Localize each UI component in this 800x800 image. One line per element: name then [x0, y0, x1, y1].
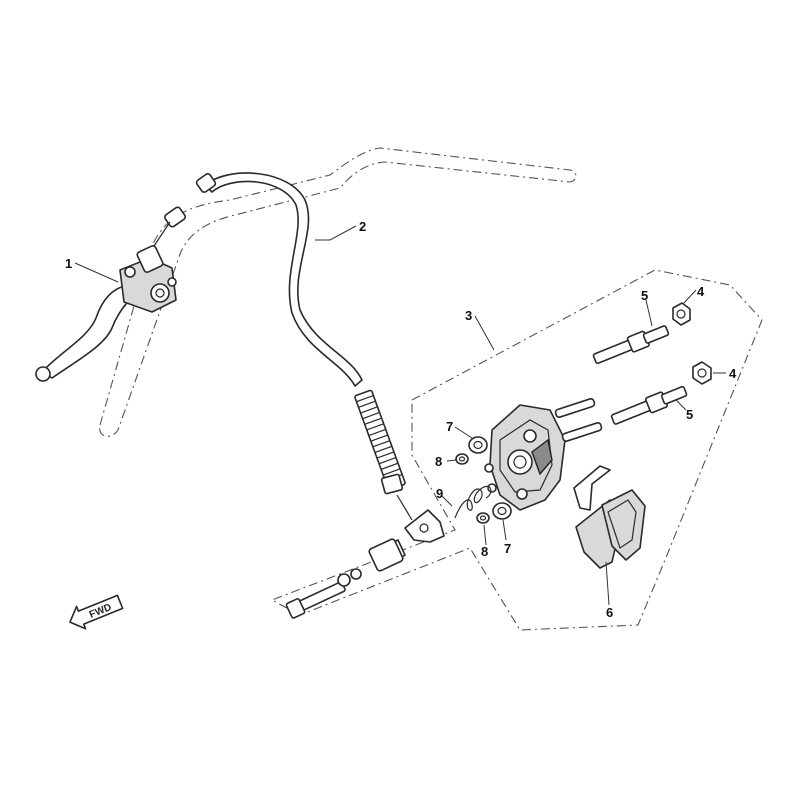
- callout-1: 1: [65, 256, 72, 271]
- washer-upper: [455, 453, 469, 465]
- actuator-arm: [368, 509, 445, 572]
- callout-8-lower: 8: [481, 544, 488, 559]
- callout-6: 6: [606, 605, 613, 620]
- callout-8-upper: 8: [435, 454, 442, 469]
- fwd-arrow-icon: FWD: [69, 594, 124, 630]
- brake-lever: [35, 244, 177, 382]
- leader-lines: [74, 225, 726, 606]
- brake-cable: [149, 172, 413, 521]
- seal-upper: [468, 436, 488, 454]
- callout-5-lower: 5: [686, 407, 693, 422]
- pin-upper: [592, 325, 670, 365]
- pin-lower: [610, 385, 688, 425]
- handlebar-outline: [99, 147, 577, 437]
- callout-5-upper: 5: [641, 288, 648, 303]
- spring: [454, 485, 492, 519]
- washer-lower: [476, 512, 490, 524]
- callout-7-lower: 7: [504, 541, 511, 556]
- nut-upper: [672, 302, 691, 326]
- small-nut-pieces: [484, 463, 497, 493]
- callout-4-upper: 4: [697, 284, 705, 299]
- caliper-boundary: [270, 269, 763, 631]
- callout-3: 3: [465, 308, 472, 323]
- nut-lower: [692, 361, 712, 385]
- callout-7-upper: 7: [446, 419, 453, 434]
- callout-4-lower: 4: [729, 366, 737, 381]
- seal-lower: [492, 502, 512, 520]
- caliper-body: [489, 397, 603, 511]
- callout-2: 2: [359, 219, 366, 234]
- callout-labels: 1 2 3 4 4 5 5 6 7 7 8 8 9: [65, 219, 737, 620]
- long-bolt: [285, 568, 362, 619]
- brake-pads: [573, 465, 646, 569]
- callout-9: 9: [436, 486, 443, 501]
